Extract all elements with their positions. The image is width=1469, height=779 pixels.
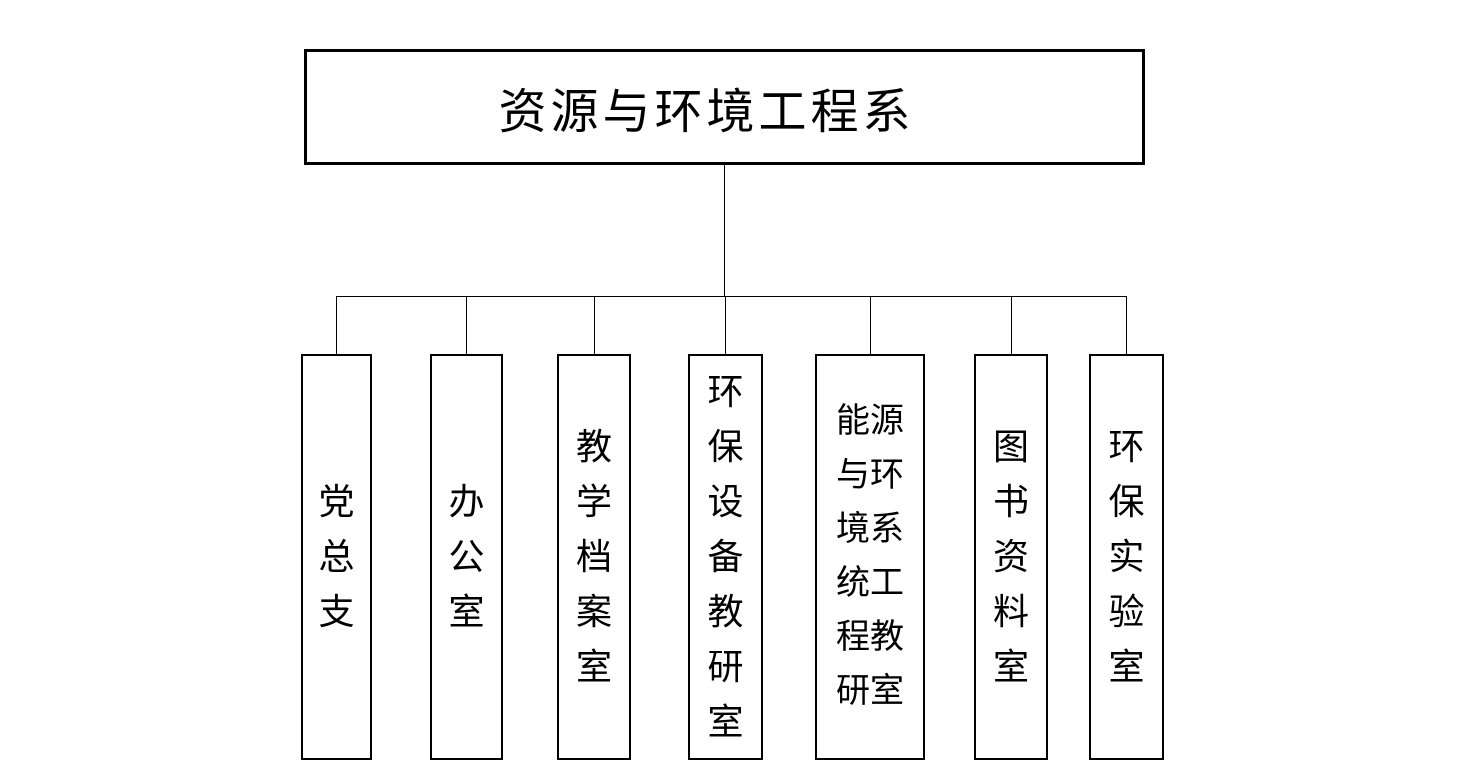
dept-box-energy-env-systems-teaching-office: 能源与环境系统工程教研室 [815, 354, 925, 760]
connector-drop-1 [336, 296, 337, 356]
connector-drop-7 [1126, 296, 1127, 356]
connector-drop-2 [466, 296, 467, 356]
dept-label: 能源与环境系统工程教研室 [836, 403, 904, 710]
dept-label: 图书资料室 [992, 426, 1029, 687]
connector-drop-5 [870, 296, 871, 356]
org-chart-root-box: 资源与环境工程系 [304, 49, 1145, 165]
dept-label: 党总支 [318, 481, 355, 632]
dept-box-library-reference: 图书资料室 [974, 354, 1048, 760]
dept-box-teaching-archives: 教学档案室 [557, 354, 631, 760]
dept-label: 环保设备教研室 [707, 371, 744, 742]
dept-box-party-branch: 党总支 [301, 354, 372, 760]
dept-box-office: 办公室 [430, 354, 503, 760]
connector-drop-3 [594, 296, 595, 356]
dept-label: 环保实验室 [1108, 426, 1145, 687]
connector-trunk [724, 165, 725, 297]
dept-label: 教学档案室 [575, 426, 612, 687]
connector-drop-6 [1011, 296, 1012, 356]
connector-horizontal [336, 296, 1127, 297]
connector-drop-4 [725, 296, 726, 356]
dept-label: 办公室 [448, 481, 485, 632]
dept-box-env-laboratory: 环保实验室 [1089, 354, 1164, 760]
org-chart-root-label: 资源与环境工程系 [498, 86, 915, 139]
dept-box-env-equipment-teaching-office: 环保设备教研室 [688, 354, 763, 760]
